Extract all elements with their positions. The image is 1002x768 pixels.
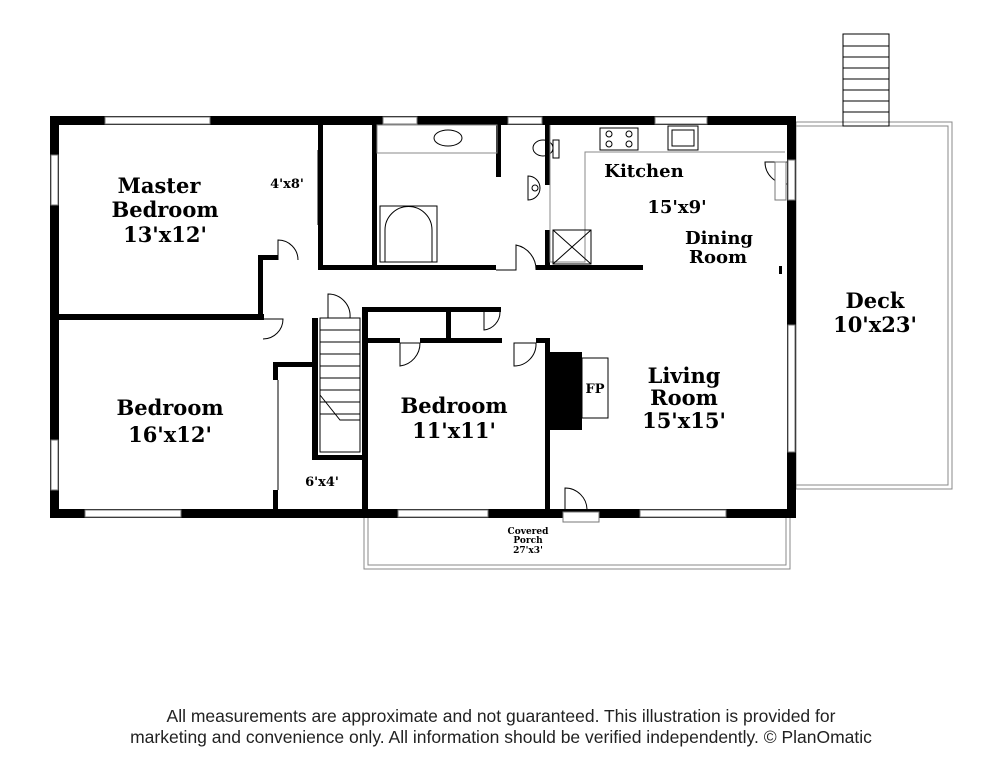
bedroom-left-label: Bedroom xyxy=(116,395,223,420)
living-room-dims: 15'x15' xyxy=(642,408,726,433)
kitchen-label: Kitchen xyxy=(604,161,683,182)
deck-stairs xyxy=(842,33,890,127)
interior-walls xyxy=(59,125,782,510)
interior-stairs xyxy=(319,317,361,453)
dining-room-label-1: Dining xyxy=(685,228,753,249)
bathroom-fixtures xyxy=(376,124,560,263)
bedroom-left-dims: 16'x12' xyxy=(128,422,212,447)
master-bedroom-label-2: Bedroom xyxy=(111,197,218,222)
living-room-label-1: Living xyxy=(648,363,721,388)
covered-porch-dims: 27'x3' xyxy=(513,546,543,556)
windows xyxy=(50,116,796,518)
master-bedroom-dims: 13'x12' xyxy=(123,222,207,247)
covered-porch-label-2: Porch xyxy=(513,536,543,546)
covered-porch-outline xyxy=(363,516,791,570)
fireplace xyxy=(550,352,609,430)
living-room-label-2: Room xyxy=(650,385,718,410)
deck-label: Deck xyxy=(846,288,905,313)
fireplace-label: FP xyxy=(585,382,604,397)
bedroom-middle-dims: 11'x11' xyxy=(412,418,496,443)
covered-porch-label-1: Covered xyxy=(508,527,550,537)
kitchen-dims: 15'x9' xyxy=(647,197,706,218)
disclaimer-line-2: marketing and convenience only. All info… xyxy=(130,727,872,747)
doors xyxy=(262,150,788,523)
closet-master-dims: 4'x8' xyxy=(270,177,304,192)
closet-small-dims: 6'x4' xyxy=(305,475,339,490)
master-bedroom-label-1: Master xyxy=(118,173,202,198)
disclaimer-line-1: All measurements are approximate and not… xyxy=(166,706,836,726)
deck-dims: 10'x23' xyxy=(833,312,917,337)
disclaimer: All measurements are approximate and not… xyxy=(0,706,1002,748)
dining-room-label-2: Room xyxy=(689,247,747,268)
kitchen-fixtures xyxy=(549,125,785,265)
bedroom-middle-label: Bedroom xyxy=(400,393,507,418)
